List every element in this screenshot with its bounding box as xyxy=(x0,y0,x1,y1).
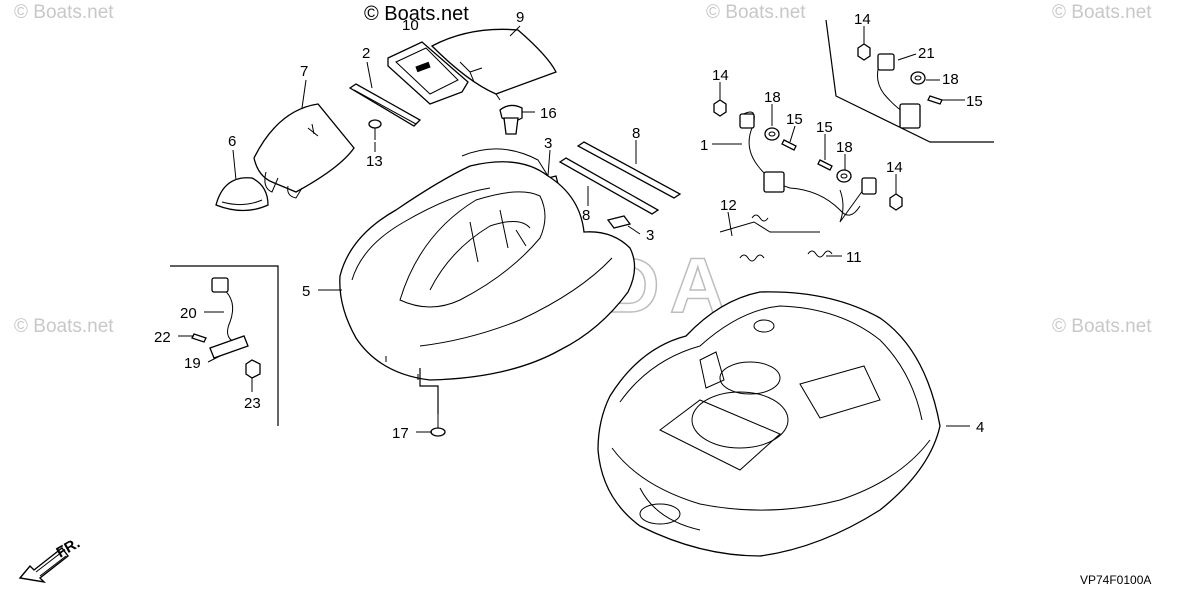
part-9-top-lid xyxy=(430,28,557,101)
part-8-rod-upper xyxy=(576,141,682,199)
part-23-nut xyxy=(245,359,261,379)
label-part-6: 6 xyxy=(228,133,236,150)
part-15-screw-a xyxy=(781,139,797,151)
label-part-3-lower: 3 xyxy=(646,227,654,244)
watermark-top-mid: © Boats.net xyxy=(706,2,806,23)
part-18-washer-a xyxy=(764,127,780,141)
label-part-19: 19 xyxy=(184,355,201,372)
part-14-nut-b xyxy=(857,43,871,61)
label-part-18-c: 18 xyxy=(942,71,959,88)
label-part-5: 5 xyxy=(302,283,310,300)
label-part-3-upper: 3 xyxy=(544,135,552,152)
watermark-mid-far-right: © Boats.net xyxy=(1052,316,1152,337)
label-part-15-b: 15 xyxy=(816,119,833,136)
part-11-spring xyxy=(807,250,833,258)
label-part-21: 21 xyxy=(918,45,935,62)
label-part-1: 1 xyxy=(700,137,708,154)
part-1-harness xyxy=(739,111,861,216)
label-part-13: 13 xyxy=(366,153,383,170)
part-14-nut-a xyxy=(713,99,727,117)
part-12-spring xyxy=(719,214,820,262)
label-part-2: 2 xyxy=(362,45,370,62)
label-part-20: 20 xyxy=(180,305,197,322)
part-sensor-right xyxy=(839,177,877,223)
label-part-23: 23 xyxy=(244,395,261,412)
label-part-22: 22 xyxy=(154,329,171,346)
label-part-9: 9 xyxy=(516,9,524,26)
label-part-4: 4 xyxy=(976,419,984,436)
part-4-chassis xyxy=(597,291,941,557)
part-6-cover-cap xyxy=(215,177,269,212)
label-part-15-a: 15 xyxy=(786,111,803,128)
part-15-screw-b xyxy=(927,95,943,105)
part-10-panel xyxy=(387,41,469,105)
leader-lines xyxy=(178,25,970,433)
label-part-16: 16 xyxy=(540,105,557,122)
label-part-7: 7 xyxy=(300,63,308,80)
part-21-sensor-harness xyxy=(877,53,921,129)
part-20-harness xyxy=(211,277,241,345)
label-part-11: 11 xyxy=(846,249,862,266)
watermark-top-right: © Boats.net xyxy=(1052,2,1152,23)
part-16-clip xyxy=(499,104,523,135)
part-5-body-cover xyxy=(339,148,636,381)
label-part-8-lower: 8 xyxy=(582,207,590,224)
label-part-15-c: 15 xyxy=(966,93,983,110)
detail-box-left xyxy=(170,265,279,426)
label-part-18-a: 18 xyxy=(764,89,781,106)
label-part-14-a: 14 xyxy=(712,67,729,84)
part-17-screw xyxy=(430,414,446,437)
label-part-8-upper: 8 xyxy=(632,125,640,142)
part-17-guide xyxy=(419,368,439,414)
part-7-rear-cover xyxy=(253,103,355,199)
part-14-nut-c xyxy=(889,193,903,211)
label-part-17: 17 xyxy=(392,425,409,442)
part-13-screw xyxy=(368,119,382,140)
header-watermark: © Boats.net xyxy=(364,3,469,25)
part-8-rod-lower xyxy=(558,157,660,215)
detail-box-right xyxy=(825,19,994,143)
part-3-clip-lower xyxy=(606,215,632,229)
part-19-bracket xyxy=(209,335,249,359)
label-part-14-c: 14 xyxy=(854,11,871,28)
part-2-strip xyxy=(348,83,422,127)
diagram-code: VP74F0100A xyxy=(1080,573,1151,587)
part-15-screw-c xyxy=(817,159,833,171)
label-part-18-b: 18 xyxy=(836,139,853,156)
front-direction-arrow: FR. xyxy=(18,535,83,584)
part-22-screw xyxy=(191,333,207,343)
label-part-14-b: 14 xyxy=(886,159,903,176)
label-part-12: 12 xyxy=(720,197,737,214)
label-part-10: 10 xyxy=(402,17,419,34)
watermark-mid-left: © Boats.net xyxy=(14,316,114,337)
part-18-washer-c xyxy=(836,169,852,183)
watermark-top-left: © Boats.net xyxy=(14,2,114,23)
part-18-washer-b xyxy=(910,71,926,85)
